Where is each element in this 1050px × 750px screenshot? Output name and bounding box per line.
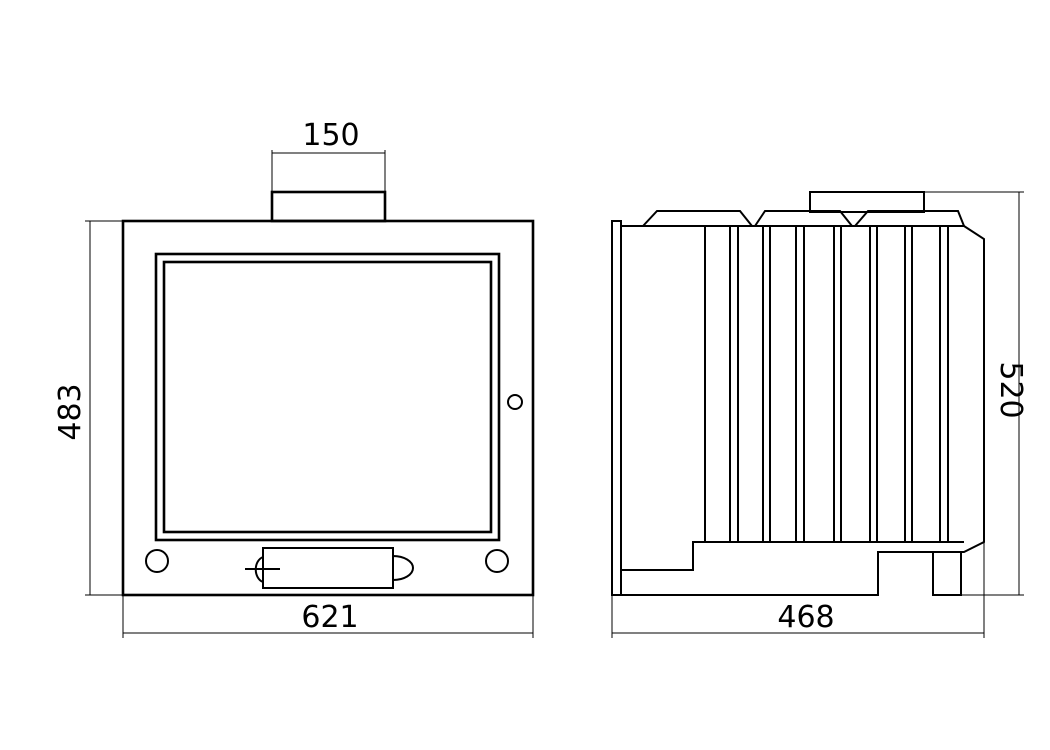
air-control-left xyxy=(145,549,169,573)
side-dimensions: 468 520 xyxy=(611,191,1028,638)
flue-collar-side xyxy=(809,191,925,213)
side-height-label: 520 xyxy=(993,361,1028,418)
body-side-outline xyxy=(621,225,985,596)
front-dimensions: 150 621 483 xyxy=(53,118,534,638)
door-frame-outer xyxy=(154,252,501,542)
heat-fins xyxy=(704,226,949,542)
flue-width-label: 150 xyxy=(302,118,359,153)
rear-leg xyxy=(932,551,962,596)
door-plate-profile xyxy=(611,220,622,596)
front-view xyxy=(121,190,535,597)
depth-label: 468 xyxy=(777,600,834,635)
firebox-step xyxy=(621,541,964,571)
top-vent-1 xyxy=(642,210,753,227)
top-vent-2 xyxy=(754,210,853,227)
air-control-right xyxy=(485,549,509,573)
width-label: 621 xyxy=(301,600,358,635)
side-view xyxy=(611,191,985,596)
door-latch xyxy=(507,394,523,410)
glass-window xyxy=(162,260,493,534)
top-vent-3 xyxy=(854,210,965,227)
ash-pan-handle-right xyxy=(392,554,414,582)
height-label: 483 xyxy=(53,383,88,440)
flue-collar xyxy=(270,190,387,223)
ash-pan-front xyxy=(262,547,394,589)
